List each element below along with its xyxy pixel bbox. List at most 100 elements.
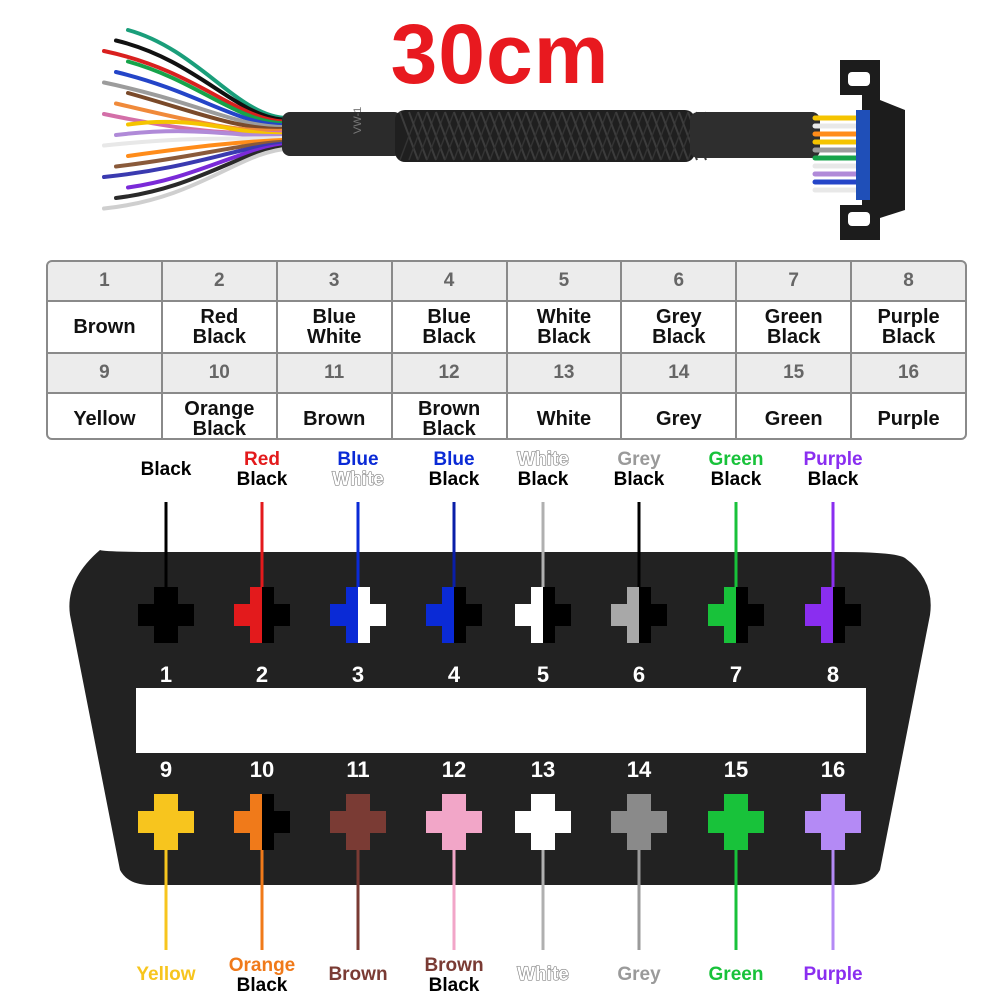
table-pin-number: 2 [162,262,276,300]
wire-label-text: Red [244,449,280,470]
pin-number: 11 [346,757,369,782]
loose-wire [114,144,292,200]
braid-strand [633,111,653,161]
table-pin-number: 16 [852,354,965,392]
wire-label-15: Green [681,965,791,985]
wire-label-text: Green [708,964,764,985]
loose-wire [114,129,292,139]
table-wire-color: White [507,394,621,438]
table-pin-number: 4 [392,262,506,300]
wire-label-text: Grey [617,449,661,470]
pin-slot-14 [611,794,667,850]
pin-number: 9 [160,757,172,782]
table-wire-color: White Black [507,302,621,352]
wire-label-text: Grey [617,964,661,985]
wire-label-text: Black [428,975,480,996]
loose-wire [102,135,292,148]
loose-wire [114,38,292,122]
table-wire-color: Brown [48,302,161,352]
pin-number: 6 [633,662,645,687]
braid-strand [606,111,626,161]
braid-strand [399,111,419,161]
shrink-tube-right [690,112,820,158]
pin-number: 15 [724,757,748,782]
wire-label-text: Brown [328,964,388,985]
braid-strand [561,111,581,161]
pin-slot-9 [138,794,194,850]
table-wire-color: Purple Black [852,302,965,352]
pin-number: 10 [250,757,274,782]
table-pin-number: 8 [852,262,965,300]
braid-strand [462,111,482,161]
page-title: 30cm [390,7,610,101]
pin-number: 12 [442,757,466,782]
braid-strand [417,111,437,161]
braid-strand [471,111,491,161]
pin-number: 14 [627,757,652,782]
table-wire-color: Red Black [162,302,276,352]
wire-label-text: White [332,469,385,490]
braid-strand [624,111,644,161]
mounting-hole-top [848,72,870,86]
wire-label-text: Black [428,469,480,490]
table-wire-color: Green [737,394,851,438]
table-pin-number: 9 [48,354,161,392]
loose-wire [126,137,292,158]
table-wire-color: Orange Black [162,394,276,438]
connector-wires [812,115,863,193]
braid-strand [552,111,572,161]
braid-strand [543,111,563,161]
pin-slot-16 [805,794,861,850]
wire-label-text: Purple [803,964,863,985]
pin-slot-1 [138,587,194,643]
table-wire-color: Grey Black [622,302,736,352]
table-pin-number: 10 [162,354,276,392]
wire-label-text: Blue [433,449,475,470]
braid-strand [669,111,689,161]
table-pin-number: 6 [622,262,736,300]
loose-wire [126,119,292,137]
braid-strand [435,111,455,161]
pin-number: 7 [730,662,742,687]
table-pin-number: 11 [277,354,391,392]
table-wire-color: Purple [852,394,965,438]
braid-strand [525,111,545,161]
table-pin-number: 12 [392,354,506,392]
mounting-hole-bottom [848,212,870,226]
wire-label-1: Black [111,460,221,480]
table-wire-color: Blue White [277,302,391,352]
braid-strand [642,111,662,161]
loose-wire [126,28,292,121]
loose-wire [126,59,292,126]
wire-label-text: Green [708,449,764,470]
pin-number: 4 [448,662,461,687]
loose-wire [114,70,292,128]
braid-strand [660,111,680,161]
table-pin-number: 15 [737,354,851,392]
table-pin-number: 14 [622,354,736,392]
pin-number: 8 [827,662,839,687]
braid-strand [579,111,599,161]
wire-label-9: Yellow [111,965,221,985]
wire-label-11: Brown [303,965,413,985]
table-pin-number: 5 [507,262,621,300]
wire-label-text: Yellow [136,964,196,985]
pin-number: 16 [821,757,845,782]
wire-label-14: Grey [584,965,694,985]
connector-blue-insert [856,110,870,200]
table-wire-color: Green Black [737,302,851,352]
braid-strand [615,111,635,161]
table-wire-color: Brown Black [392,394,506,438]
pin-slot-15 [708,794,764,850]
obd-connector-body [840,60,905,240]
obd-cable-illustration: VW-1 [102,28,905,240]
